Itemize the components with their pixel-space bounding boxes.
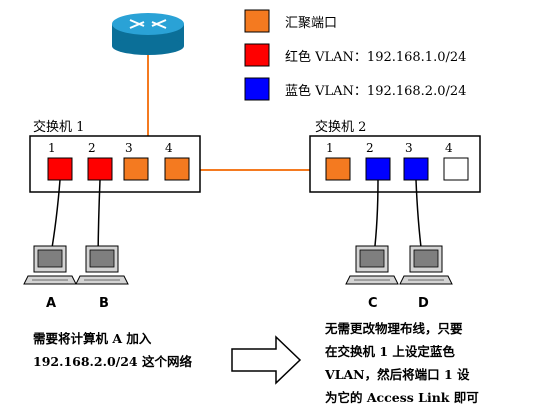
switch-1-port-2-number: 2	[88, 141, 96, 155]
right-note: 无需更改物理布线，只要 在交换机 1 上设定蓝色 VLAN，然后将端口 1 设 …	[325, 317, 479, 409]
switch-1-port-4-number: 4	[165, 141, 173, 155]
router-icon	[112, 13, 184, 55]
legend-swatch-trunk	[244, 9, 270, 33]
legend-label-blue-vlan: 蓝色 VLAN：192.168.2.0/24	[285, 84, 467, 99]
switch-1-port-2	[87, 157, 113, 181]
computer-icon	[345, 245, 399, 285]
computer-label-c: C	[368, 296, 378, 311]
legend-swatches	[244, 9, 270, 101]
switch-1-port-3-number: 3	[125, 141, 133, 155]
switch-1-port-1-number: 1	[48, 141, 56, 155]
legend-label-red-vlan: 红色 VLAN：192.168.1.0/24	[285, 50, 467, 65]
computer-icon	[23, 245, 77, 285]
arrow-right-icon	[231, 335, 302, 385]
right-note-line-3: VLAN，然后将端口 1 设	[325, 367, 470, 382]
right-note-line-2: 在交换机 1 上设定蓝色	[325, 344, 455, 359]
switch-1-port-1	[47, 157, 73, 181]
switch-2-port-4	[443, 157, 469, 181]
switch-2-port-3	[403, 157, 429, 181]
switch-2-port-4-number: 4	[445, 141, 453, 155]
left-note-line-1: 需要将计算机 A 加入	[33, 331, 152, 346]
left-note: 需要将计算机 A 加入 192.168.2.0/24 这个网络	[33, 327, 192, 373]
switch-2-label: 交换机 2	[315, 120, 367, 135]
switch-1-port-3	[123, 157, 149, 181]
switch-2-port-2-number: 2	[366, 141, 374, 155]
computer-label-b: B	[99, 296, 109, 311]
right-note-line-4: 为它的 Access Link 即可	[325, 390, 479, 405]
switch-1-label: 交换机 1	[33, 120, 85, 135]
legend-swatch-red-vlan	[244, 43, 270, 67]
computer-label-a: A	[46, 296, 57, 311]
computer-icon	[75, 245, 129, 285]
right-note-line-1: 无需更改物理布线，只要	[325, 321, 463, 336]
computer-label-d: D	[418, 296, 429, 311]
computer-icon	[399, 245, 453, 285]
switch-2-port-3-number: 3	[405, 141, 413, 155]
switch-2-port-1	[325, 157, 351, 181]
switch-2-port-2	[365, 157, 391, 181]
switch-1-port-4	[164, 157, 190, 181]
left-note-line-2: 192.168.2.0/24 这个网络	[33, 354, 192, 369]
legend-swatch-blue-vlan	[244, 77, 270, 101]
legend-label-trunk: 汇聚端口	[285, 16, 338, 31]
switch-2-port-1-number: 1	[326, 141, 334, 155]
